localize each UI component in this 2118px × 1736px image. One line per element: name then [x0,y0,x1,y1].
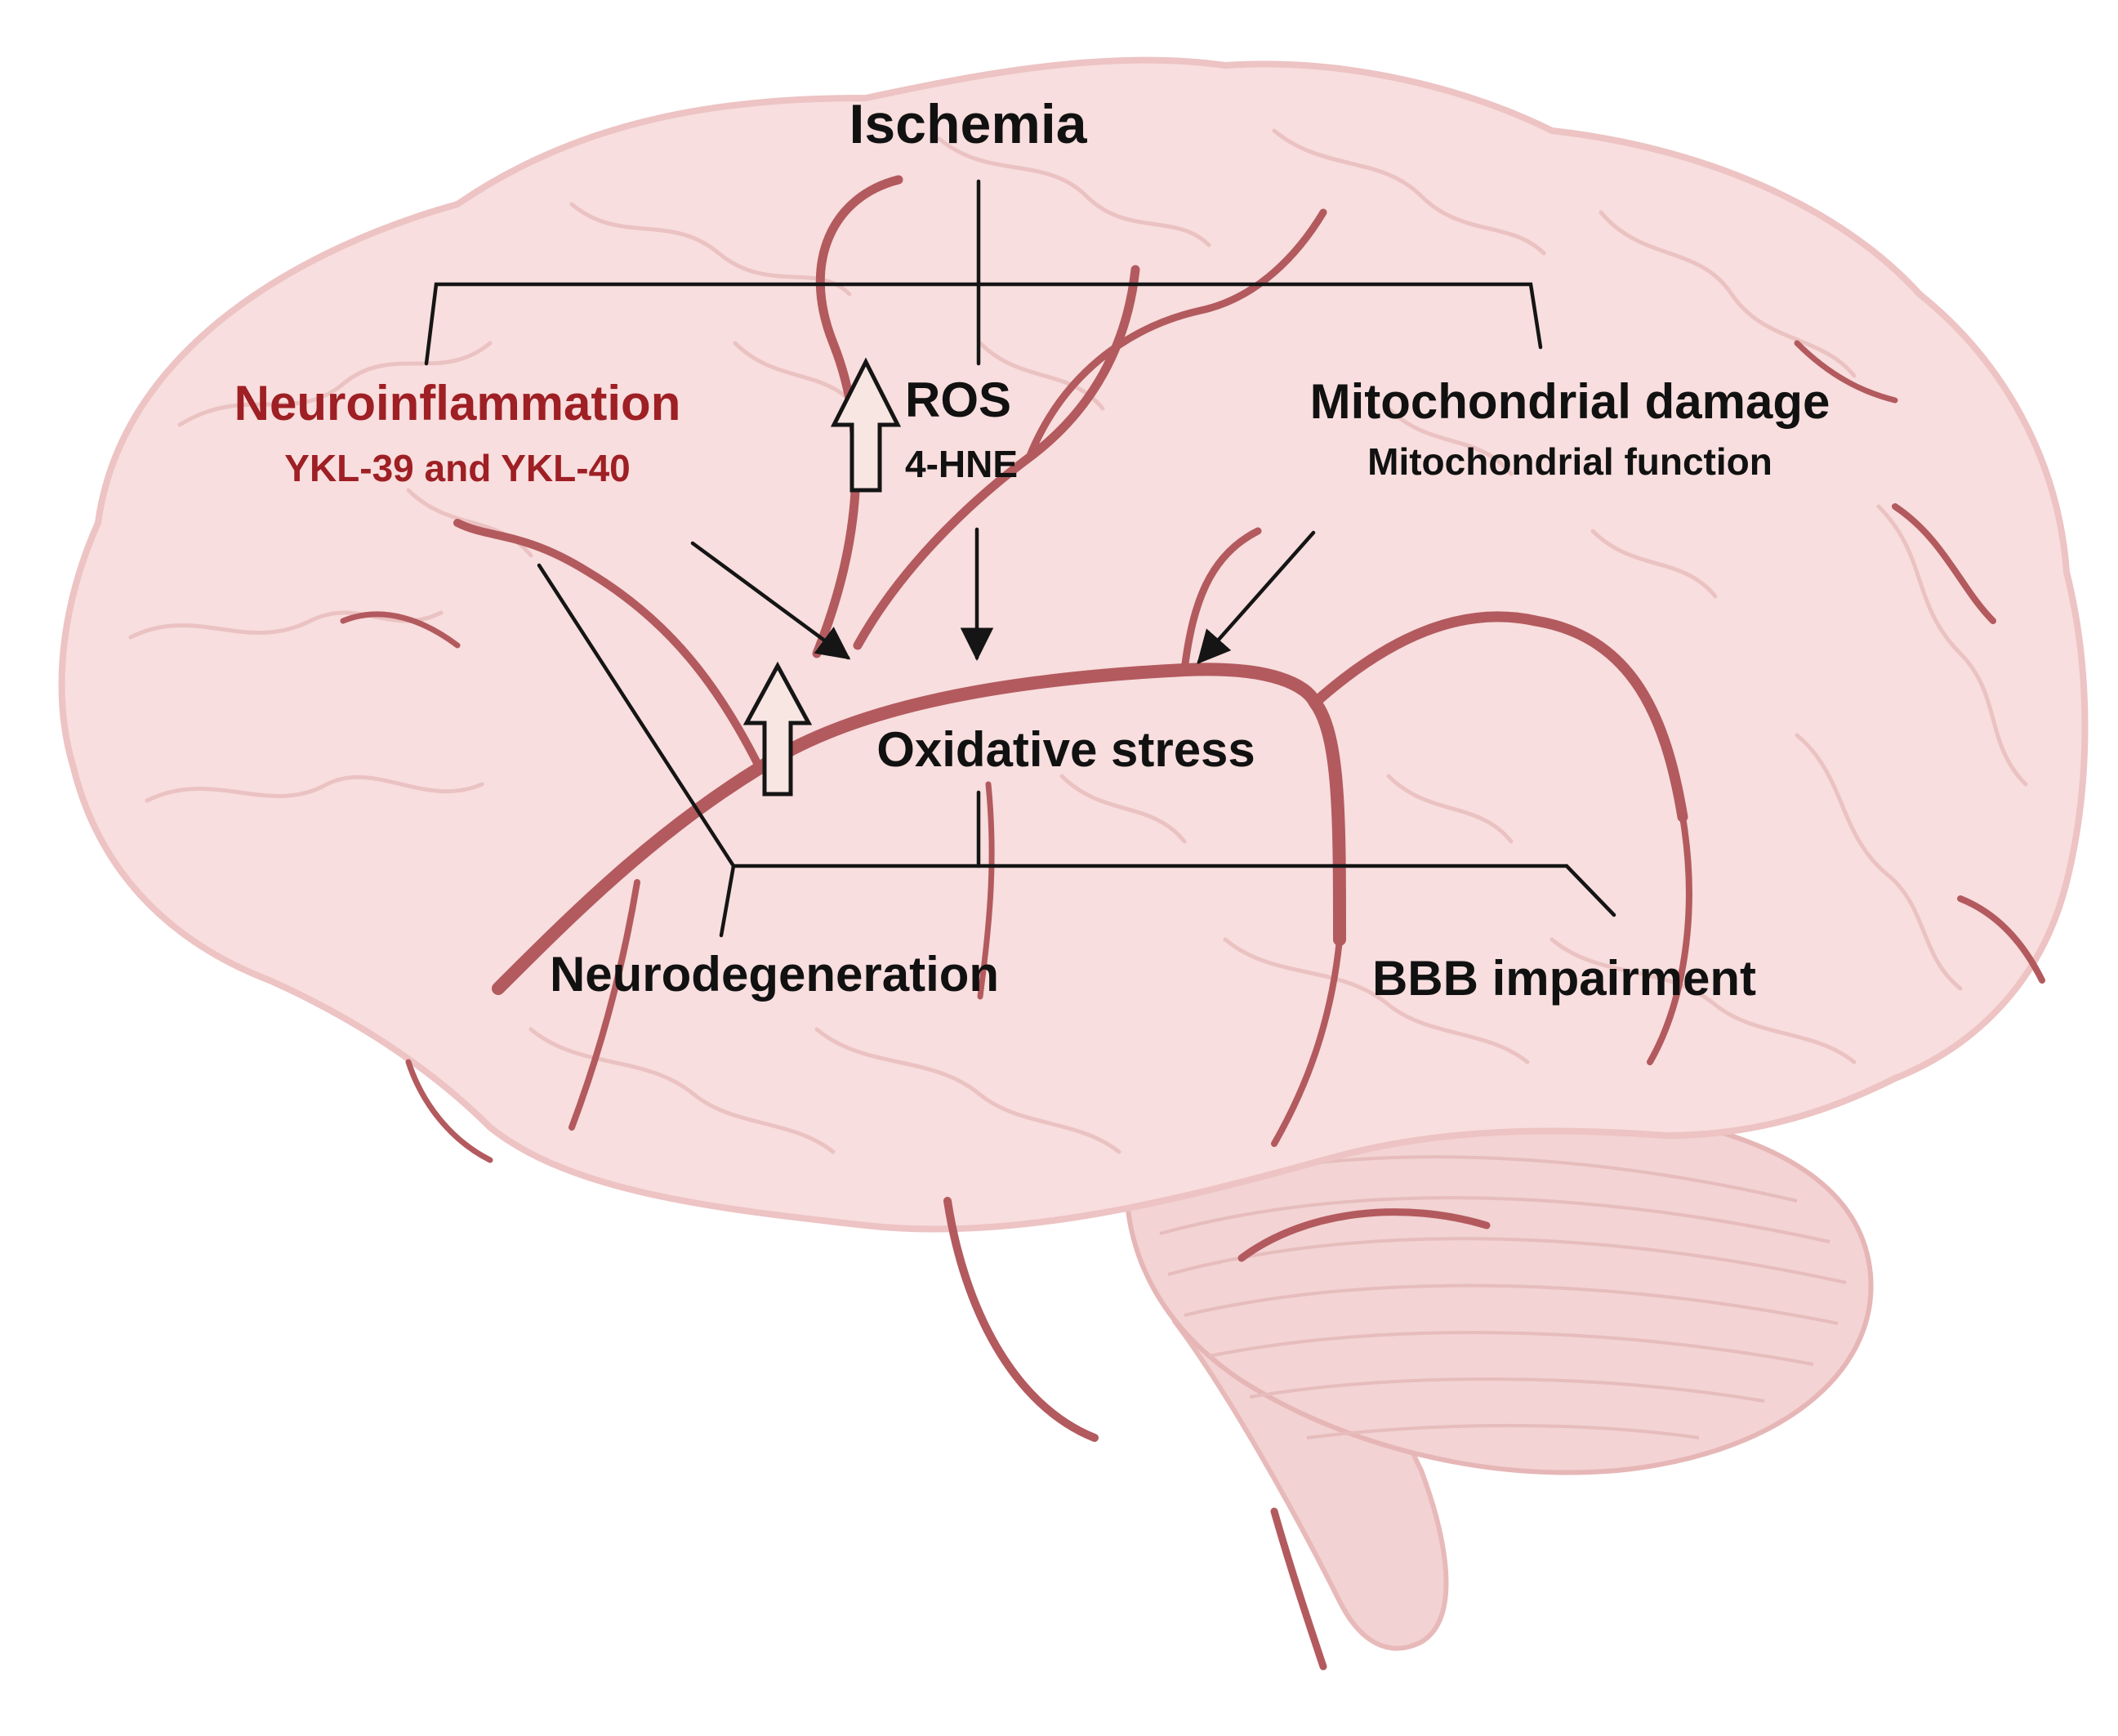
neurodegeneration-leg [719,864,736,938]
neurodegeneration-label: Neurodegeneration [549,947,1000,1002]
ros-label: ROS [904,373,1012,427]
blood-vessels [340,175,2045,1671]
cerebrum [58,56,2089,1233]
lower-bracket [537,563,1616,917]
upper-bracket [424,282,1543,366]
neuroinflammation-label: Neuroinflammation [234,376,681,431]
arrow-mitochondria-to-oxidative [1197,530,1316,665]
ykl-markers-label: YKL-39 and YKL-40 [284,447,631,489]
4-hne-label: 4-HNE [904,443,1019,485]
diagram-connectors [424,179,1616,938]
brain-gyri [128,128,2028,1154]
ischemia-label: Ischemia [849,93,1087,155]
bbb-impairment-label: BBB impairment [1371,951,1757,1006]
oxidative-increase-arrow-icon [742,661,813,797]
mitochondrial-function-label: Mitochondrial function [1367,440,1772,483]
mitochondrial-damage-label: Mitochondrial damage [1309,374,1830,429]
arrow-neuroinflammation-to-oxidative [690,541,851,660]
ros-increase-arrow-icon [830,357,902,493]
oxidative-stress-label: Oxidative stress [876,722,1255,777]
